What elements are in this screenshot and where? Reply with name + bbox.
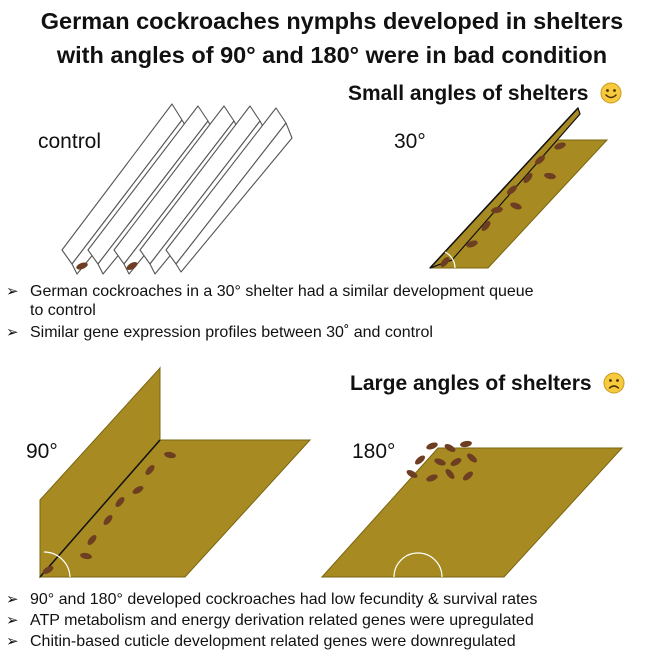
- bullet-item: ➢ 90° and 180° developed cockroaches had…: [6, 590, 656, 609]
- large-angles-heading: Large angles of shelters: [350, 372, 625, 396]
- arrow-bullet-icon: ➢: [6, 612, 19, 629]
- bullet-text: Similar gene expression profiles between…: [30, 324, 433, 341]
- cockroach-icon: [440, 142, 566, 267]
- angle30-label: 30°: [394, 130, 426, 153]
- cockroach-icon: [76, 262, 138, 270]
- bullet-item: ➢ German cockroaches in a 30° shelter ha…: [6, 282, 656, 320]
- arrow-bullet-icon: ➢: [6, 324, 19, 341]
- angle180-label: 180°: [352, 440, 396, 463]
- arrow-bullet-icon: ➢: [6, 591, 19, 608]
- bullet-text: 90° and 180° developed cockroaches had l…: [30, 591, 538, 608]
- arrow-bullet-icon: ➢: [6, 633, 19, 650]
- small-angles-heading: Small angles of shelters: [348, 82, 622, 106]
- control-label: control: [38, 130, 102, 153]
- arrow-bullet-icon: ➢: [6, 283, 19, 300]
- cockroach-icon: [406, 440, 477, 482]
- large-angles-bullets: ➢ 90° and 180° developed cockroaches had…: [6, 590, 656, 651]
- bullet-text: German cockroaches in a 30° shelter had …: [30, 283, 534, 319]
- bullet-text: Chitin-based cuticle development related…: [30, 633, 516, 650]
- smiling-face-icon: [600, 82, 622, 104]
- cockroach-icon: [42, 451, 176, 574]
- bullet-text: ATP metabolism and energy derivation rel…: [30, 612, 534, 629]
- bullet-item: ➢ Chitin-based cuticle development relat…: [6, 632, 656, 651]
- frowning-face-icon: [603, 372, 625, 394]
- large-angles-heading-text: Large angles of shelters: [350, 372, 592, 395]
- title-line-1: German cockroaches nymphs developed in s…: [40, 8, 624, 34]
- small-angles-heading-text: Small angles of shelters: [348, 82, 589, 105]
- bullet-item: ➢ Similar gene expression profiles betwe…: [6, 323, 656, 342]
- small-angles-bullets: ➢ German cockroaches in a 30° shelter ha…: [6, 282, 656, 342]
- title-line-2: with angles of 90° and 180° were in bad …: [56, 42, 608, 68]
- bullet-item: ➢ ATP metabolism and energy derivation r…: [6, 611, 656, 630]
- angle90-label: 90°: [26, 440, 58, 463]
